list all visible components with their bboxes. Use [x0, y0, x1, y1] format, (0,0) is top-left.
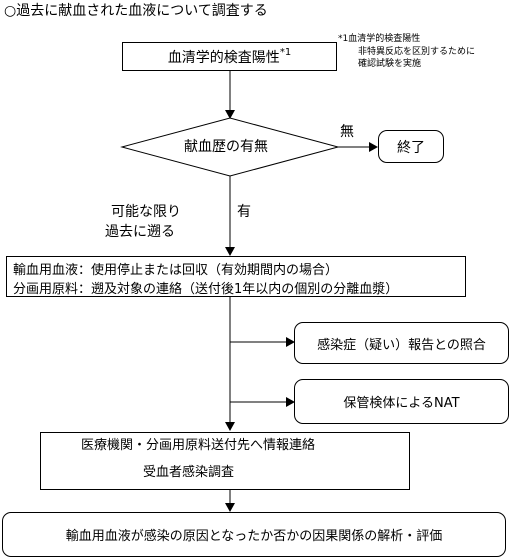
- serology-label: 血清学的検査陽性: [167, 49, 280, 66]
- notify-line-2: 受血者感染調査: [143, 465, 235, 480]
- analysis-label: 輸血用血液が感染の原因となったか否かの因果関係の解析・評価: [65, 529, 443, 544]
- end-box: 終了: [378, 130, 444, 163]
- edge-label-yes: 有: [237, 204, 251, 220]
- footnote-line-3: 確認試験を実施: [358, 59, 422, 69]
- arrowhead-end: [369, 142, 378, 152]
- history-question-label: 献血歴の有無: [184, 139, 268, 155]
- arrowhead-action: [225, 247, 235, 256]
- footnote-line-1: *1血清学的検査陽性: [338, 34, 421, 44]
- serology-positive-box: 血清学的検査陽性*1: [122, 42, 337, 71]
- end-label: 終了: [397, 139, 425, 156]
- arrowhead-analysis: [225, 503, 235, 512]
- trace-back-note-line-1: 可能な限り: [111, 204, 181, 220]
- notify-box: 医療機関・分画用原料送付先へ情報連絡 受血者感染調査: [40, 432, 410, 490]
- check-reports-label: 感染症（疑い）報告との照合: [317, 337, 486, 353]
- action-line-1: 輸血用血液：使用停止または回収（有効期間内の場合）: [13, 263, 339, 278]
- action-line-2: 分画用原料：遡及対象の連絡（送付後1年以内の個別の分離血漿）: [13, 282, 399, 297]
- serology-footnote-mark: *1: [279, 47, 292, 58]
- footnote-line-2: 非特異反応を区別するために: [358, 47, 476, 57]
- check-reports-box: 感染症（疑い）報告との照合: [294, 322, 509, 364]
- blood-action-box: 輸血用血液：使用停止または回収（有効期間内の場合） 分画用原料：遡及対象の連絡（…: [6, 256, 466, 297]
- trace-back-note-line-2: 過去に遡る: [105, 224, 175, 240]
- notify-line-1: 医療機関・分画用原料送付先へ情報連絡: [81, 438, 316, 453]
- arrowhead-check-reports: [286, 337, 295, 347]
- analysis-box: 輸血用血液が感染の原因となったか否かの因果関係の解析・評価: [2, 512, 506, 557]
- arrowhead-nat: [286, 397, 295, 407]
- edge-label-no: 無: [340, 124, 354, 140]
- page-title: ○過去に献血された血液について調査する: [4, 3, 268, 19]
- nat-label: 保管検体によるNAT: [343, 396, 460, 411]
- arrowhead-history: [225, 110, 235, 119]
- arrowhead-notify: [225, 422, 235, 431]
- nat-box: 保管検体によるNAT: [294, 379, 509, 424]
